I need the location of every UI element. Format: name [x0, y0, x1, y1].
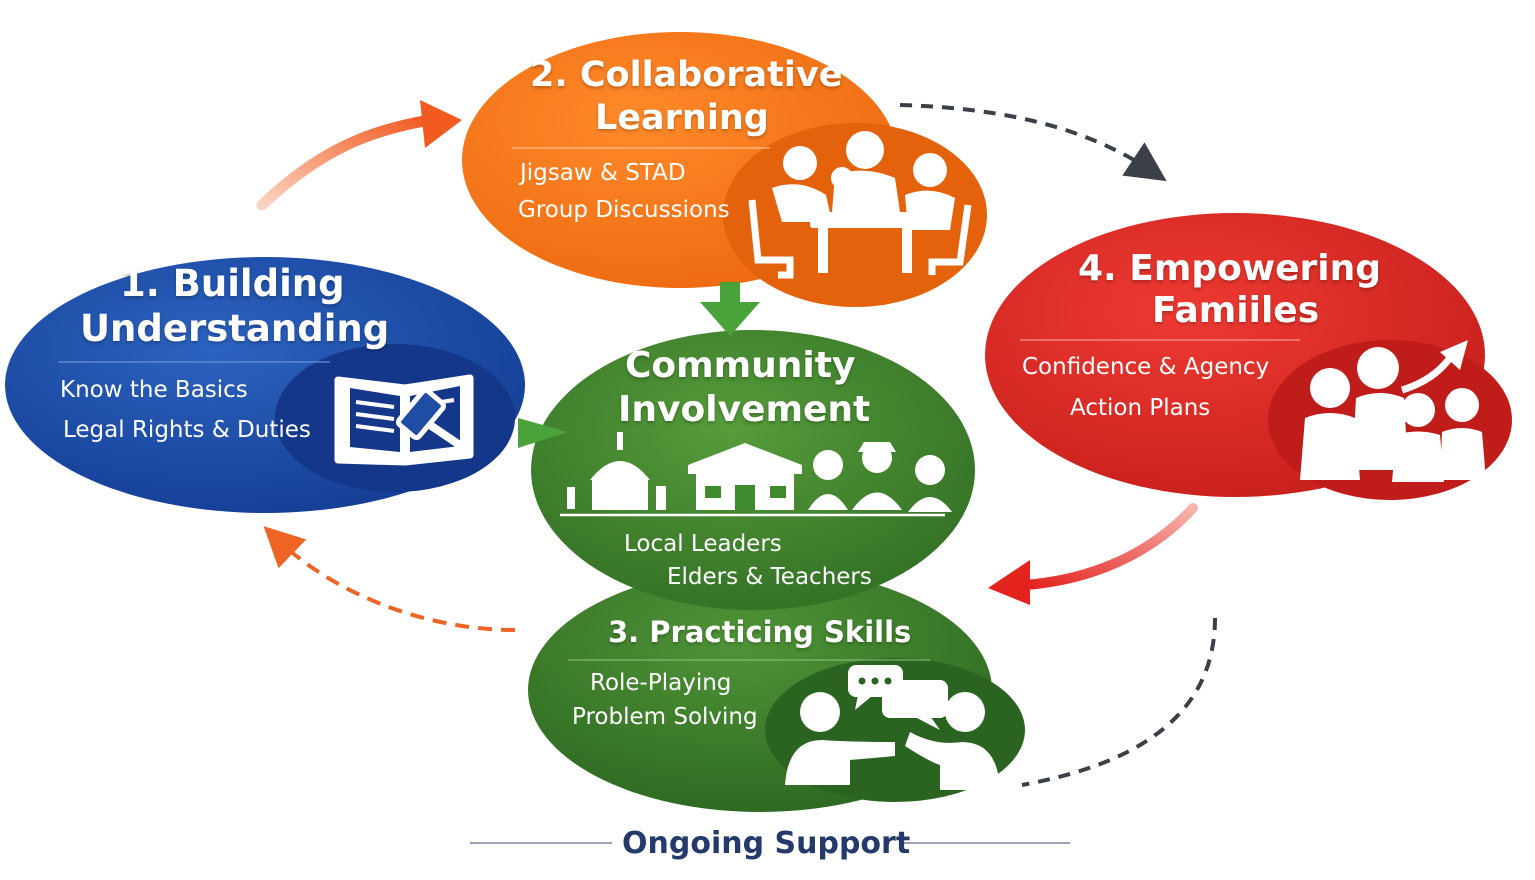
- stage-4-title-line-2: Famiiles: [1152, 290, 1320, 331]
- arrow-building-to-community: [518, 418, 568, 448]
- stage-4-item-2: Action Plans: [1070, 395, 1211, 421]
- stage-4-title-line-1: 4. Empowering: [1078, 248, 1382, 289]
- community-buildings-icon: [567, 432, 952, 512]
- stage-3-title: 3. Practicing Skills: [608, 615, 912, 649]
- book-gavel-icon: [334, 374, 474, 466]
- community-item-2: Elders & Teachers: [667, 564, 872, 590]
- arrow-building-to-collaborative: [256, 100, 462, 211]
- stage-2-item-2: Group Discussions: [518, 197, 730, 223]
- arrow-collaborative-to-community: [700, 282, 760, 336]
- stage-1-title-line-2: Understanding: [80, 307, 390, 350]
- dashed-arrow-collaborative-to-empowering: [899, 103, 1167, 182]
- stage-1-title-line-1: 1. Building: [120, 262, 345, 305]
- community-title-line-1: Community: [625, 345, 856, 386]
- conversation-icon: [785, 665, 1000, 790]
- stage-3-item-2: Problem Solving: [572, 704, 758, 730]
- stage-3-item-1: Role-Playing: [590, 670, 732, 696]
- arrow-empowering-to-practicing: [988, 503, 1198, 605]
- community-item-1: Local Leaders: [624, 531, 782, 557]
- stage-2-item-1: Jigsaw & STAD: [520, 160, 686, 186]
- group-table-icon: [748, 131, 972, 279]
- stage-4-item-1: Confidence & Agency: [1022, 354, 1270, 380]
- stage-2-title-line-2: Learning: [595, 98, 769, 138]
- stage-1-item-2: Legal Rights & Duties: [63, 417, 311, 443]
- family-growth-icon: [1300, 340, 1486, 482]
- dashed-arrow-ongoing-return: [1021, 617, 1217, 787]
- stage-2-title-line-1: 2. Collaborative: [530, 55, 843, 95]
- stage-1-item-1: Know the Basics: [60, 377, 248, 403]
- ongoing-support-label: Ongoing Support: [622, 826, 911, 861]
- dashed-arrow-practicing-to-building: [263, 526, 516, 632]
- community-title-line-2: Involvement: [618, 389, 871, 430]
